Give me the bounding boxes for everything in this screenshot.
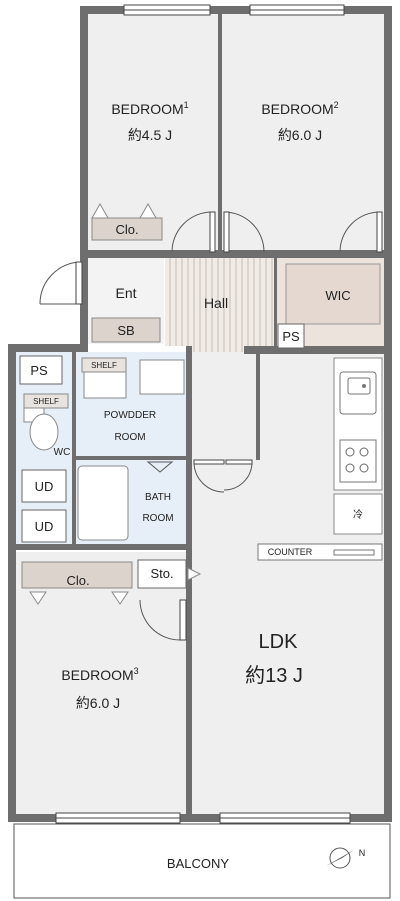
wic-label: WIC: [325, 288, 350, 303]
counter-label: COUNTER: [268, 547, 313, 557]
fridge-label: 冷: [353, 508, 363, 521]
bedroom-1-floor: [88, 14, 218, 250]
powder-room-label-line2: ROOM: [114, 432, 145, 443]
shelf-powder-label: SHELF: [91, 361, 117, 370]
bedroom-3-label: BEDROOM3: [61, 666, 138, 683]
north-label: N: [359, 848, 366, 858]
ldk-size: 約13 J: [245, 664, 303, 687]
powder-room-label-line1: POWDDER: [104, 410, 156, 421]
ldk-label: LDK: [259, 631, 299, 653]
windows: [55, 4, 351, 824]
bath-room-label-line1: BATH: [145, 492, 171, 503]
north-arrow: [326, 846, 354, 870]
doors: [39, 211, 383, 641]
closet-bedroom-3-label: Clo.: [66, 573, 89, 588]
closet-bedroom-1-label: Clo.: [115, 222, 138, 237]
bedroom-1-label: BEDROOM1: [111, 100, 188, 117]
wc-label: WC: [54, 447, 71, 458]
balcony-label: BALCONY: [167, 856, 229, 871]
bedroom-2-size: 約6.0 J: [278, 127, 322, 143]
walls: [8, 6, 392, 822]
bedroom-2-floor: [221, 14, 384, 250]
fixtures: [19, 202, 383, 605]
hall-floor: [165, 258, 274, 346]
hall-label: Hall: [204, 295, 228, 311]
shoe-box-label: SB: [117, 323, 134, 338]
ud-lower-label: UD: [35, 519, 54, 534]
ps-left-label: PS: [30, 363, 48, 378]
ps-upper-label: PS: [282, 329, 300, 344]
bath-room-label-line2: ROOM: [142, 513, 173, 524]
storage-label: Sto.: [150, 566, 173, 581]
bedroom-1-size: 約4.5 J: [128, 127, 172, 143]
bedroom-3-floor: [16, 552, 188, 814]
bedroom-2-label: BEDROOM2: [261, 100, 338, 117]
bedroom-3-size: 約6.0 J: [76, 695, 120, 711]
ud-upper-label: UD: [35, 479, 54, 494]
entrance-label: Ent: [115, 285, 136, 301]
balcony-floor: [13, 823, 391, 899]
shelf-wc-label: SHELF: [33, 397, 59, 406]
